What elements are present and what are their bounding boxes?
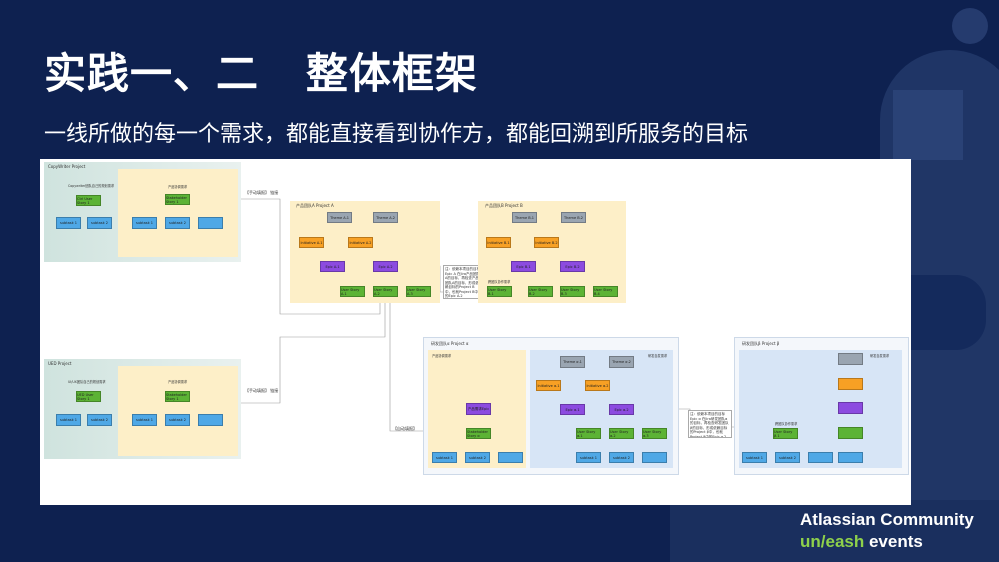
manual-link-label-2: 【手动填报】 链接: [245, 388, 279, 393]
subtask-node[interactable]: [808, 452, 833, 463]
epic-node[interactable]: Epic α.1: [560, 404, 585, 415]
initiative-node[interactable]: Initiative A.2: [348, 237, 373, 248]
copywriter-team-story[interactable]: Ctrl User Story 1: [76, 195, 101, 206]
user-story-node[interactable]: User Story β.1: [773, 428, 798, 439]
manual-link-label-1: 【手动填报】 链接: [245, 190, 279, 195]
project-alpha-title: 研发团队α Project α: [431, 341, 469, 346]
subtask-node[interactable]: [642, 452, 667, 463]
project-beta-rd-area: [739, 350, 902, 468]
user-story-node[interactable]: User Story B.3: [560, 286, 585, 297]
project-alpha-dependency-note: 注：依赖本项目的目标Epic α 在Jira研发团队α的目标，再检查研发团队β的…: [688, 410, 732, 438]
user-story-node[interactable]: User Story A.1: [340, 286, 365, 297]
project-alpha-left-label: 产品协调需求: [432, 354, 452, 358]
page-title: 实践一、二 整体框架: [44, 49, 478, 98]
subtask-node[interactable]: subtask 1: [56, 414, 81, 426]
framework-diagram: CopyWriter Project Copywriter团队自己的规划需求 C…: [40, 159, 911, 505]
decorative-sunflower-icon: [952, 8, 988, 44]
user-story-node[interactable]: User Story B.1: [487, 286, 512, 297]
subtask-node[interactable]: [498, 452, 523, 463]
subtask-node[interactable]: [198, 217, 223, 229]
subtask-node[interactable]: subtask 2: [87, 217, 112, 229]
project-alpha-right-label: 研发自发需求: [648, 354, 668, 358]
epic-node[interactable]: Epic B.2: [560, 261, 585, 272]
theme-node[interactable]: Theme B.1: [512, 212, 537, 223]
epic-node[interactable]: Epic A.2: [373, 261, 398, 272]
user-story-node[interactable]: User Story α.3: [642, 428, 667, 439]
subtask-node[interactable]: subtask 2: [775, 452, 800, 463]
user-story-node[interactable]: User Story A.3: [406, 286, 431, 297]
project-beta-dependency-label: 跨团队协作需求: [775, 422, 798, 426]
theme-node[interactable]: Theme A.1: [327, 212, 352, 223]
atlassian-community-logo: Atlassian Community: [800, 510, 974, 529]
theme-node[interactable]: Theme α.1: [560, 356, 585, 368]
subtask-node[interactable]: subtask 2: [165, 217, 190, 229]
unleash-events-logo: un/eash events: [800, 532, 923, 552]
user-story-node[interactable]: User Story α.2: [609, 428, 634, 439]
user-story-node[interactable]: User Story A.2: [373, 286, 398, 297]
ued-project-title: UED Project: [48, 361, 72, 366]
project-b-title: 产品团队B Project B: [485, 203, 523, 208]
user-story-node[interactable]: User Story B.2: [528, 286, 553, 297]
unleash-text: un/eash: [800, 532, 865, 551]
theme-node[interactable]: [838, 353, 863, 365]
theme-node[interactable]: Theme A.2: [373, 212, 398, 223]
subtask-node[interactable]: subtask 1: [132, 414, 157, 426]
project-alpha-rd-area: [530, 350, 673, 468]
ued-product-story[interactable]: Stakeholder Story 1: [165, 391, 190, 402]
copywriter-product-area: [118, 169, 238, 257]
project-beta-right-label: 研发自发需求: [870, 354, 890, 358]
initiative-node[interactable]: Initiative α.2: [585, 380, 610, 391]
events-text: events: [864, 532, 923, 551]
subtask-node[interactable]: subtask 1: [432, 452, 457, 463]
subtask-node[interactable]: subtask 2: [165, 414, 190, 426]
subtask-node[interactable]: subtask 1: [576, 452, 601, 463]
page-subtitle: 一线所做的每一个需求，都能直接看到协作方，都能回溯到所服务的目标: [44, 122, 749, 147]
epic-node[interactable]: Epic B.1: [511, 261, 536, 272]
initiative-node[interactable]: Initiative A.1: [299, 237, 324, 248]
subtask-node[interactable]: subtask 1: [56, 217, 81, 229]
subtask-node[interactable]: subtask 2: [609, 452, 634, 463]
decorative-atlassian-card: [893, 90, 963, 160]
user-story-node[interactable]: User Story B.4: [593, 286, 618, 297]
ued-team-label: UI/UX团队自己的规划需求: [68, 380, 106, 384]
epic-node[interactable]: Epic α.2: [609, 404, 634, 415]
subtask-node[interactable]: subtask 2: [465, 452, 490, 463]
subtask-node[interactable]: [838, 452, 863, 463]
decorative-chat-bubble-icon: [911, 275, 986, 350]
copywriter-team-label: Copywriter团队自己的规划需求: [68, 184, 115, 188]
initiative-node[interactable]: Initiative α.1: [536, 380, 561, 391]
copywriter-product-story[interactable]: Stakeholder Story 1: [165, 194, 190, 205]
project-a-title: 产品团队A Project A: [296, 203, 334, 208]
stakeholder-story-node[interactable]: Stakeholder Story α: [466, 428, 491, 439]
user-story-node[interactable]: [838, 427, 863, 439]
subtask-node[interactable]: [198, 414, 223, 426]
ued-team-story[interactable]: UED User Story 1: [76, 391, 101, 402]
project-beta-title: 研发团队β Project β: [742, 341, 780, 346]
copywriter-product-label: 产品协调需求: [168, 185, 188, 189]
epic-node[interactable]: [838, 402, 863, 414]
ued-product-label: 产品协调需求: [168, 380, 188, 384]
epic-node[interactable]: Epic A.1: [320, 261, 345, 272]
theme-node[interactable]: Theme B.2: [561, 212, 586, 223]
initiative-node[interactable]: [838, 378, 863, 390]
auto-link-label: 【自动填报】: [393, 426, 417, 431]
ued-product-area: [118, 366, 238, 456]
project-a-dependency-note: 注：依赖本项目的目标Epic A 在Jira产品团队A的目标，再检查产品团队A的…: [443, 265, 483, 299]
subtask-node[interactable]: subtask 1: [132, 217, 157, 229]
copywriter-project-title: CopyWriter Project: [48, 164, 86, 169]
initiative-node[interactable]: Initiative B.1: [486, 237, 511, 248]
theme-node[interactable]: Theme α.2: [609, 356, 634, 368]
project-b-dependency-label: 跨团队协作需求: [488, 280, 511, 284]
epic-node[interactable]: 产品需求Epic: [466, 403, 491, 415]
initiative-node[interactable]: Initiative B.2: [534, 237, 559, 248]
subtask-node[interactable]: subtask 1: [742, 452, 767, 463]
user-story-node[interactable]: User Story α.1: [576, 428, 601, 439]
decorative-bottom-block: [670, 500, 999, 562]
subtask-node[interactable]: subtask 2: [87, 414, 112, 426]
